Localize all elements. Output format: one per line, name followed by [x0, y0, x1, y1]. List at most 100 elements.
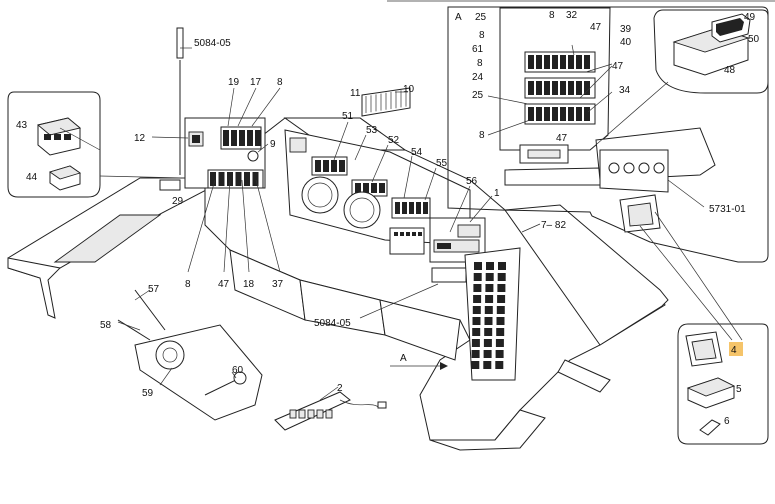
bank-switch: [471, 339, 480, 347]
bank-switch: [472, 317, 481, 325]
callout-19: 19: [228, 77, 240, 88]
warning-lamp: [315, 160, 321, 172]
rocker-switch: [247, 130, 253, 146]
fuse-slot: [584, 81, 590, 95]
keypad-button: [412, 232, 416, 236]
callout-5084-05-top: 5084-05: [194, 38, 231, 49]
fuse-slot: [584, 55, 590, 69]
keypad-button: [406, 232, 410, 236]
bank-switch: [496, 306, 505, 314]
callout-37: 37: [272, 279, 284, 290]
callout-47: 47: [218, 279, 230, 290]
fuse-slot: [576, 55, 582, 69]
callout-5: 5: [736, 384, 742, 395]
rocker-switch: [239, 130, 245, 146]
callout-48: 48: [724, 65, 736, 76]
module-socket: [64, 134, 71, 140]
fuse-slot: [552, 81, 558, 95]
fuse-slot: [536, 55, 542, 69]
bank-switch: [496, 317, 505, 325]
bank-switch: [484, 317, 493, 325]
control-knob: [638, 162, 650, 174]
fuse-slot: [536, 107, 542, 121]
callout-8-lower: 8: [185, 279, 191, 290]
fuse-slot: [560, 81, 566, 95]
warning-lamp: [363, 183, 369, 193]
callout-29: 29: [172, 196, 184, 207]
bank-switch: [484, 328, 493, 336]
callout-60: 60: [232, 365, 244, 376]
right-switch-bank: [464, 247, 521, 381]
callout-6: 6: [724, 416, 730, 427]
vent-grille: [361, 87, 411, 117]
callout-47-right: 47: [612, 61, 624, 72]
bank-switch: [497, 284, 506, 292]
rocker-switch: [210, 172, 216, 186]
callout-53: 53: [366, 125, 378, 136]
view-arrow-label-A: A: [400, 353, 407, 364]
fuse-slot: [560, 107, 566, 121]
callout-5084-05-mid: 5084-05: [314, 318, 351, 329]
callout-47-bottom: 47: [556, 133, 568, 144]
bank-switch: [486, 262, 494, 270]
callout-7-82: 7– 82: [541, 220, 566, 231]
bank-switch: [497, 295, 506, 303]
callout-59: 59: [142, 388, 154, 399]
control-knob: [623, 162, 635, 174]
callout-50: 50: [748, 34, 760, 45]
callout-25-lower: 25: [472, 90, 484, 101]
callout-25-top: 25: [475, 12, 487, 23]
bank-switch: [495, 350, 504, 358]
detail-box-A: [447, 6, 769, 263]
fuse-slot: [576, 107, 582, 121]
bank-switch: [485, 284, 494, 292]
rocker-switch: [231, 130, 237, 146]
rocker-switch: [227, 172, 233, 186]
callout-51: 51: [342, 111, 354, 122]
callout-8: 8: [277, 77, 283, 88]
detail-box-4-5-6: [677, 323, 769, 445]
control-knob: [653, 162, 665, 174]
callout-34: 34: [619, 85, 631, 96]
warning-lamp: [402, 202, 407, 214]
bank-switch: [473, 273, 482, 281]
bank-switch: [483, 361, 492, 369]
highlight-marker: [729, 342, 743, 356]
fuse-slot: [536, 81, 542, 95]
bank-switch: [497, 273, 506, 281]
callout-labels: 5084-05 12 19 17 8 9 29 43 44 8 47 18 37…: [16, 10, 760, 427]
callout-10: 10: [403, 84, 415, 95]
bank-switch: [495, 361, 504, 369]
fuse-slot: [576, 81, 582, 95]
callout-56: 56: [466, 176, 478, 187]
control-knob: [608, 162, 620, 174]
warning-lamp: [331, 160, 337, 172]
rocker-switch: [223, 130, 229, 146]
fuse-slot: [544, 81, 550, 95]
strip-switch: [325, 409, 333, 419]
fuse-slot: [528, 107, 534, 121]
module-socket: [44, 134, 51, 140]
callout-8-top: 8: [549, 10, 555, 21]
bank-switch: [483, 350, 492, 358]
callout-47-top: 47: [590, 22, 602, 33]
warning-lamp: [339, 160, 345, 172]
rocker-switch: [255, 130, 261, 146]
module-socket: [54, 134, 61, 140]
bank-switch: [485, 295, 494, 303]
callout-8-left-b: 8: [477, 58, 483, 69]
callout-58: 58: [100, 320, 112, 331]
callout-2: 2: [337, 383, 343, 394]
fuse-slot: [544, 55, 550, 69]
bank-switch: [473, 284, 482, 292]
warning-lamp: [323, 160, 329, 172]
detail-label-A: A: [455, 12, 462, 23]
fuse-slot: [528, 55, 534, 69]
rocker-switch: [235, 172, 242, 186]
detail-box-48-49-50: [653, 9, 769, 94]
bank-switch: [472, 328, 481, 336]
fuse-slot: [552, 55, 558, 69]
keypad-button: [400, 232, 404, 236]
warning-lamp: [395, 202, 400, 214]
